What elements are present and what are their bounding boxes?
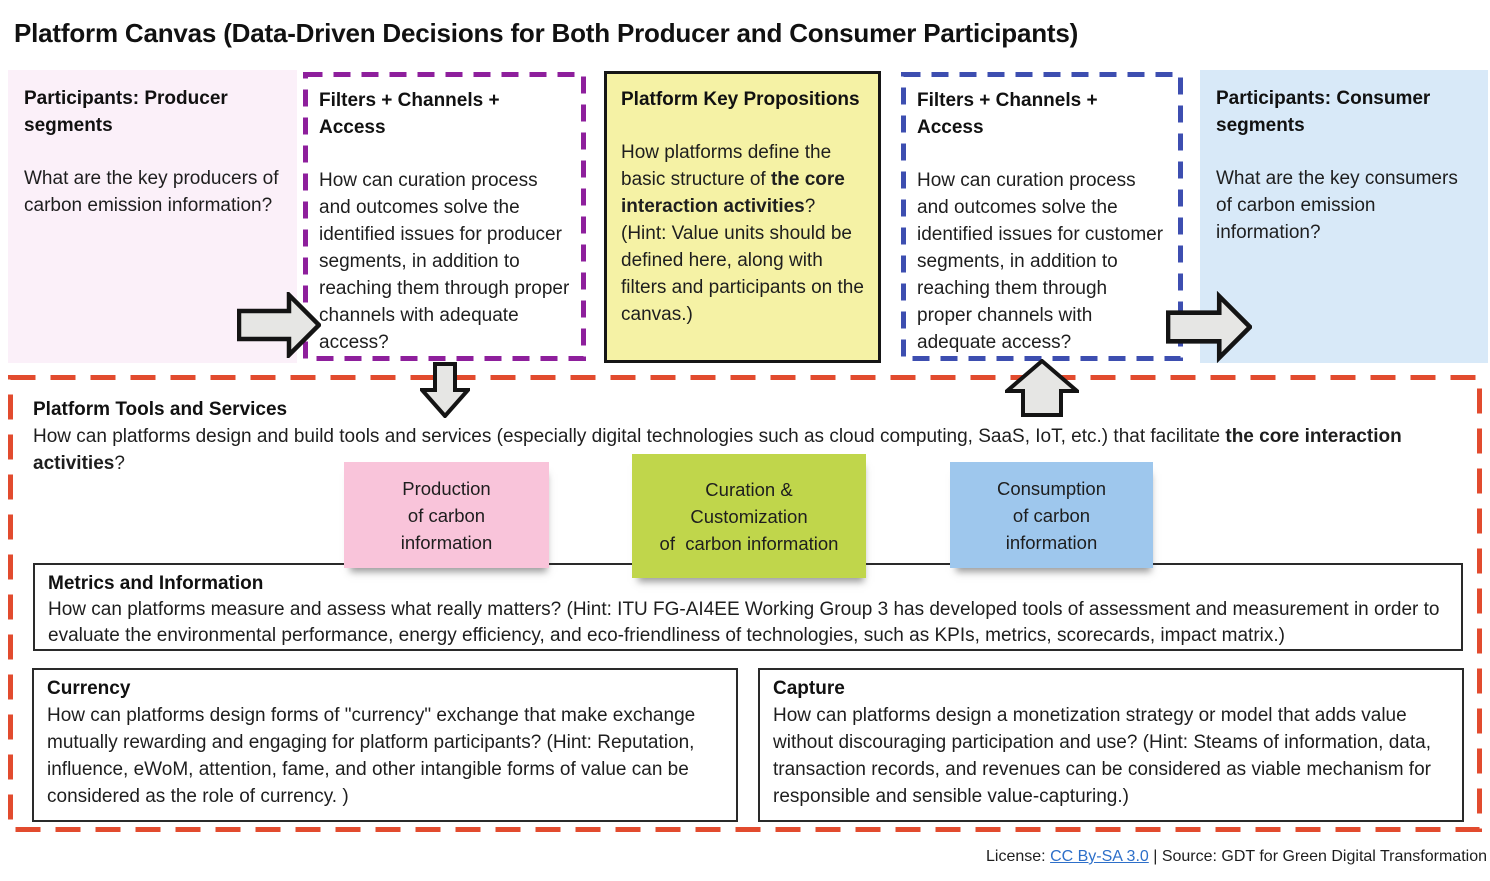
filters-consumer-heading: Filters + Channels + Access [917, 90, 1098, 138]
sticky-note-consumption: Consumption of carbon information [950, 462, 1153, 568]
tools-services-heading: Platform Tools and Services [33, 399, 288, 420]
arrow-down-icon [420, 362, 470, 418]
currency-box: Currency How can platforms design forms … [32, 668, 738, 822]
sticky-note-production: Production of carbon information [344, 462, 549, 568]
capture-body: How can platforms design a monetization … [773, 705, 1431, 807]
producer-segments-body: What are the key producers of carbon emi… [24, 168, 279, 216]
license-label: License: [986, 848, 1051, 865]
currency-body: How can platforms design forms of "curre… [47, 705, 696, 807]
filters-producer-body: How can curation process and outcomes so… [319, 170, 570, 353]
filters-producer-heading: Filters + Channels + Access [319, 90, 500, 138]
source-text: Source: GDT for Green Digital Transforma… [1161, 848, 1487, 865]
currency-heading: Currency [47, 678, 131, 699]
capture-box: Capture How can platforms design a monet… [758, 668, 1464, 822]
filters-consumer-body: How can curation process and outcomes so… [917, 170, 1164, 353]
footer-separator: | [1148, 848, 1162, 865]
arrow-right-producer-icon [237, 292, 321, 358]
producer-segments-box: Participants: Producer segments What are… [8, 70, 297, 363]
key-propositions-body: How platforms define the basic structure… [621, 142, 864, 325]
producer-segments-heading: Participants: Producer segments [24, 88, 228, 136]
consumer-segments-box: Participants: Consumer segments What are… [1200, 70, 1488, 363]
sticky-note-curation: Curation & Customization of carbon infor… [632, 454, 866, 578]
filters-channels-access-producer-box: Filters + Channels + Access How can cura… [303, 72, 586, 361]
capture-heading: Capture [773, 678, 845, 699]
consumer-segments-body: What are the key consumers of carbon emi… [1216, 168, 1458, 243]
page-title: Platform Canvas (Data-Driven Decisions f… [14, 18, 1079, 48]
platform-key-propositions-box: Platform Key Propositions How platforms … [604, 71, 881, 363]
key-propositions-heading: Platform Key Propositions [621, 89, 860, 110]
arrow-up-icon [1005, 359, 1079, 417]
filters-channels-access-consumer-box: Filters + Channels + Access How can cura… [901, 72, 1183, 361]
footer: License: CC By-SA 3.0 | Source: GDT for … [900, 846, 1487, 868]
metrics-body: How can platforms measure and assess wha… [48, 599, 1440, 646]
arrow-right-consumer-icon [1166, 291, 1252, 363]
license-link[interactable]: CC By-SA 3.0 [1050, 848, 1149, 865]
consumer-segments-heading: Participants: Consumer segments [1216, 88, 1431, 136]
